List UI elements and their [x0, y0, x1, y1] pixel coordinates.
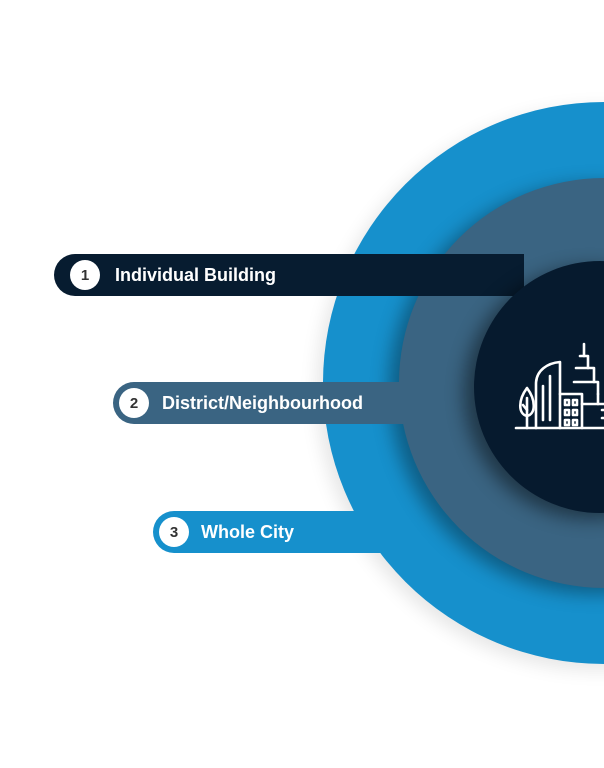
level-label: District/Neighbourhood — [162, 392, 363, 413]
level-individual-building: 1 Individual Building — [54, 254, 524, 296]
level-whole-city: 3 Whole City — [153, 511, 383, 553]
level-label: Whole City — [201, 521, 294, 542]
level-number-badge: 3 — [159, 517, 189, 547]
level-label: Individual Building — [115, 264, 276, 285]
level-district-neighbourhood: 2 District/Neighbourhood — [113, 382, 405, 424]
level-number-badge: 2 — [119, 388, 149, 418]
level-number-badge: 1 — [70, 260, 100, 290]
city-skyline-icon — [514, 342, 604, 430]
